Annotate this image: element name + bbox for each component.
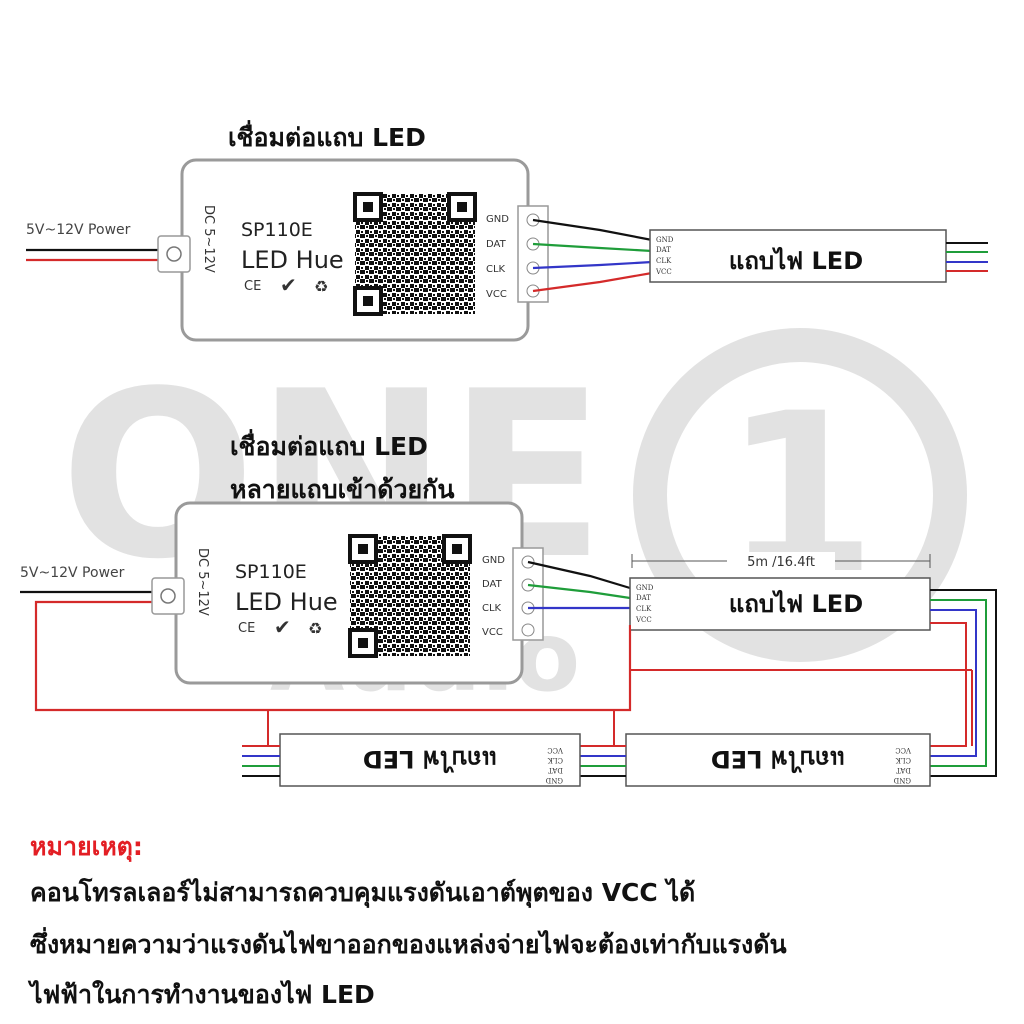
- note-line1: คอนโทรลเลอร์ไม่สามารถควบคุมแรงดันเอาต์พุ…: [30, 878, 696, 907]
- length-label-bg: [727, 552, 835, 570]
- controller-name: LED Hue: [241, 246, 344, 274]
- recycle-icon: ♻: [314, 277, 328, 296]
- controller-name-2: LED Hue: [235, 588, 338, 616]
- led-strip-bottom-left: [279, 733, 581, 787]
- strip-top-pin-gnd: GND: [636, 584, 654, 592]
- wire-gnd: [532, 218, 653, 242]
- watermark-ring: [633, 328, 967, 662]
- strip-br-pin-dat: DAT: [896, 766, 911, 774]
- strip-label: แถบไฟ LED: [729, 246, 863, 275]
- strip-br-pin-gnd: GND: [893, 776, 911, 784]
- pin-label-dat-2: DAT: [482, 579, 503, 590]
- loop-wire-gnd: [930, 589, 997, 777]
- strip-pin-gnd: GND: [656, 236, 674, 244]
- power-label-2: 5V~12V Power: [20, 565, 125, 581]
- check-mark-icon-2: ✔: [274, 615, 291, 639]
- strip-pin-dat: DAT: [656, 246, 671, 254]
- diagram-multi-strip: 5V~12V Power DC 5~12V SP110E LED Hue CE …: [20, 501, 997, 787]
- loop-wire-vcc: [930, 622, 967, 747]
- note-title: หมายเหตุ:: [30, 832, 143, 861]
- wire-gnd-2: [527, 560, 631, 590]
- power-jack-hole-2: [160, 588, 176, 604]
- dc-rating-2: DC 5~12V: [195, 548, 210, 616]
- strip-top-pin-clk: CLK: [636, 605, 652, 613]
- length-label: 5m /16.4ft: [747, 555, 815, 570]
- pin-label-clk-2: CLK: [482, 603, 502, 614]
- strip-bl-pin-clk: CLK: [547, 756, 563, 764]
- strip-pin-vcc: VCC: [655, 268, 672, 276]
- note-line3: ไฟฟ้าในการทำงานของไฟ LED: [30, 980, 375, 1009]
- loop-wire-dat: [930, 599, 987, 767]
- recycle-icon-2: ♻: [308, 619, 322, 638]
- dc-rating: DC 5~12V: [201, 205, 216, 273]
- pin-label-vcc: VCC: [486, 289, 507, 300]
- vcc-feed-top: [629, 625, 972, 671]
- strip-top-pin-dat: DAT: [636, 594, 651, 602]
- strip-pin-clk: CLK: [656, 257, 672, 265]
- controller-model-2: SP110E: [235, 561, 307, 583]
- qr-code-2: [348, 534, 472, 658]
- strip-br-pin-vcc: VCC: [895, 746, 912, 754]
- diagram2-heading-line2: หลายแถบเข้าด้วยกัน: [230, 475, 455, 504]
- loop-wire-clk: [930, 609, 977, 757]
- ce-mark-2: CE: [238, 621, 255, 636]
- wire-vcc: [532, 271, 653, 293]
- strip-br-pin-clk: CLK: [895, 756, 911, 764]
- pin-label-vcc-2: VCC: [482, 627, 503, 638]
- power-jack-hole: [166, 246, 182, 262]
- wire-dat-2: [527, 583, 631, 600]
- note-line2: ซึ่งหมายความว่าแรงดันไฟขาออกของแหล่งจ่าย…: [30, 930, 787, 959]
- wire-dat: [532, 242, 653, 253]
- diagram2-heading-line1: เชื่อมต่อแถบ LED: [230, 432, 428, 461]
- check-mark-icon: ✔: [280, 273, 297, 297]
- pin-label-dat: DAT: [486, 239, 507, 250]
- ce-mark: CE: [244, 279, 261, 294]
- strip-top-pin-vcc: VCC: [635, 616, 652, 624]
- led-strip: [649, 229, 947, 283]
- power-bus-vcc: [34, 600, 632, 712]
- terminal-screw: [521, 623, 535, 637]
- strip-bl-pin-dat: DAT: [548, 766, 563, 774]
- diagram1-heading: เชื่อมต่อแถบ LED: [228, 123, 426, 152]
- wire-clk: [532, 260, 653, 270]
- strip-top-label: แถบไฟ LED: [729, 589, 863, 618]
- led-strip-bottom-right: [625, 733, 931, 787]
- controller-model: SP110E: [241, 219, 313, 241]
- power-label: 5V~12V Power: [26, 222, 131, 238]
- strip-bl-pin-vcc: VCC: [547, 746, 564, 754]
- strip-bl-label: แถบไฟ LED: [363, 745, 497, 774]
- led-strip-top: [629, 577, 931, 631]
- strip-bl-pin-gnd: GND: [545, 776, 563, 784]
- strip-br-label: แถบไฟ LED: [711, 745, 845, 774]
- qr-code: [353, 192, 477, 316]
- pin-label-clk: CLK: [486, 264, 506, 275]
- pin-label-gnd: GND: [486, 214, 509, 225]
- pin-label-gnd-2: GND: [482, 555, 505, 566]
- diagram-single-strip: 5V~12V Power DC 5~12V SP110E LED Hue CE …: [26, 158, 988, 342]
